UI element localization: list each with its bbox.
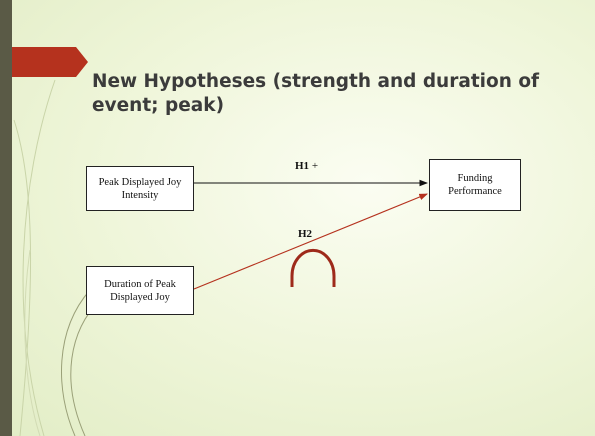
h2-arrow [193,193,429,290]
h1-name: H1 [295,160,310,172]
slide-title: New Hypotheses (strength and duration of… [92,71,540,116]
accent-arrow-tab [12,47,88,77]
node-duration-peak-joy: Duration of Peak Displayed Joy [86,266,194,315]
node-funding-performance: Funding Performance [429,159,521,211]
h2-label: H2 [298,228,313,240]
node-peak-joy-intensity: Peak Displayed Joy Intensity [86,166,194,211]
h1-label: H1 + [295,160,318,172]
h1-sign: + [311,160,319,172]
left-sidebar-bar [0,0,12,436]
inverted-u-icon [290,248,336,287]
